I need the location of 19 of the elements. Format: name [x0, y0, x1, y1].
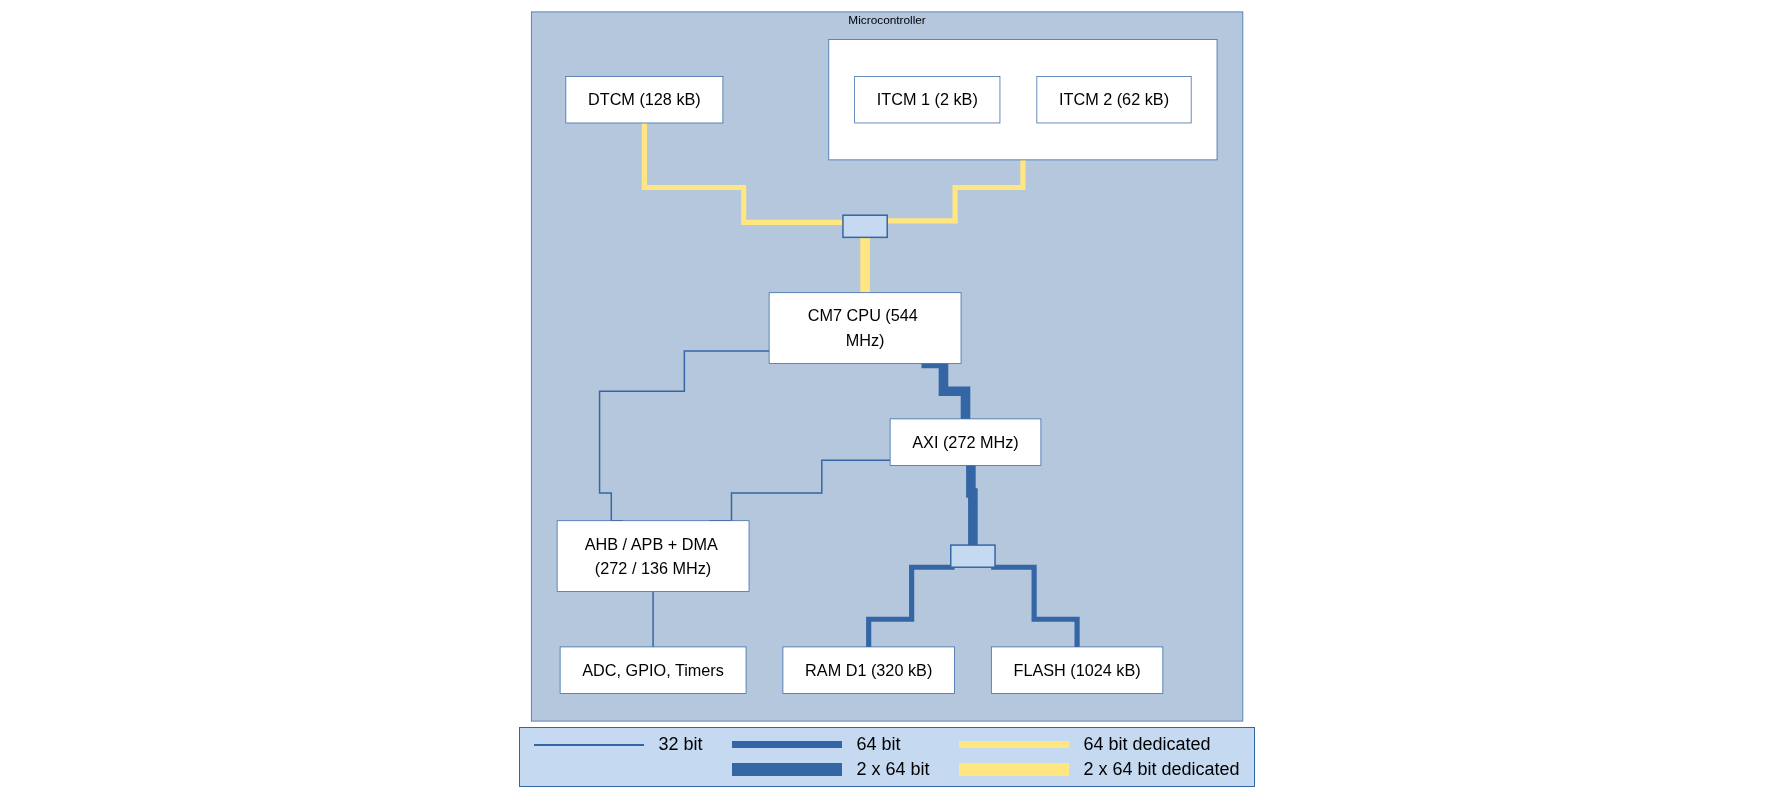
cluster: [828, 39, 1218, 161]
node-box: AXI (272 MHz): [889, 418, 1042, 466]
connector: [652, 590, 654, 648]
legend-entry: 2 x 64 bit: [732, 759, 930, 780]
legend-entry: 64 bit: [732, 734, 930, 755]
connector: [598, 350, 770, 522]
node-box: ITCM 1 (2 kB): [854, 76, 1001, 124]
node-box: [842, 214, 888, 239]
legend-entry: 2 x 64 bit dedicated: [959, 759, 1240, 780]
node-box: AHB / APB + DMA (272 / 136 MHz): [556, 520, 750, 592]
node-box: DTCM (128 kB): [565, 76, 724, 124]
node-box: ITCM 2 (62 kB): [1036, 76, 1192, 124]
legend-entry: 64 bit dedicated: [959, 734, 1240, 755]
node-box: ADC, GPIO, Timers: [559, 646, 747, 694]
node-box: [949, 544, 996, 568]
node-box: CM7 CPU (544 MHz): [768, 292, 962, 364]
node-box: RAM D1 (320 kB): [782, 646, 955, 694]
legend-entry: 32 bit: [534, 734, 703, 755]
node-box: FLASH (1024 kB): [990, 646, 1164, 694]
